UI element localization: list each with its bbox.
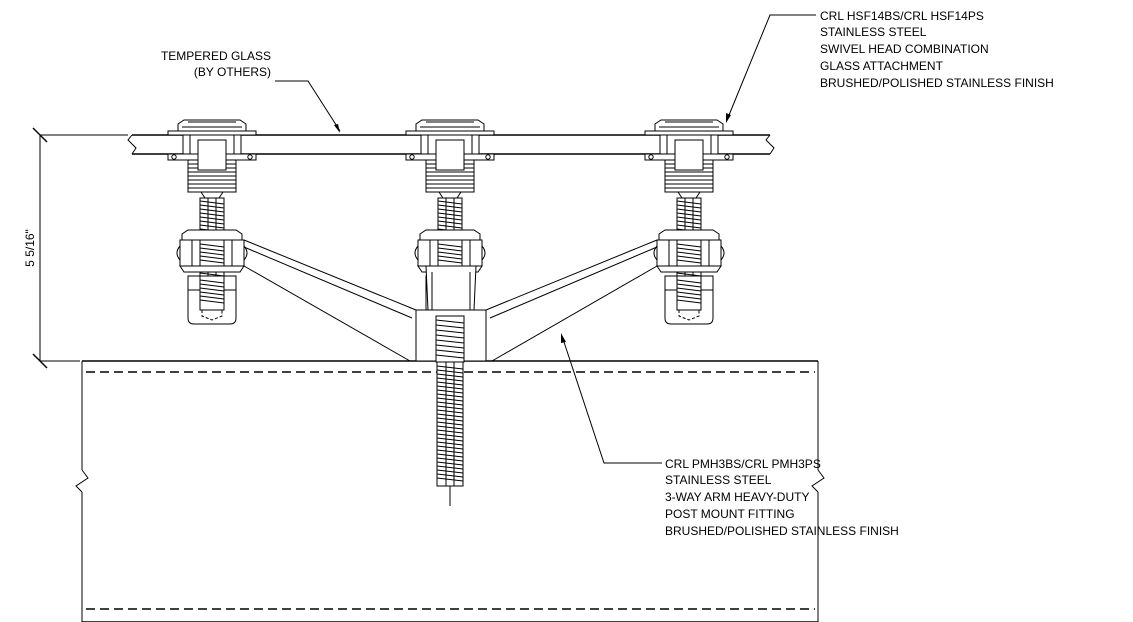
glass-leader [275, 80, 341, 133]
post-mount-callout-line-2: STAINLESS STEEL [665, 473, 772, 487]
post-mount-callout-line-5: BRUSHED/POLISHED STAINLESS FINISH [665, 524, 899, 538]
glass-callout-line-1: TEMPERED GLASS [161, 49, 271, 63]
head-fitting-leader [726, 14, 816, 123]
glass-callout-line-2: (BY OTHERS) [194, 65, 271, 79]
mounting-stud [436, 361, 464, 506]
height-dimension: 5 5/16" [23, 127, 128, 369]
post-mount-arm [243, 239, 658, 363]
dimension-label: 5 5/16" [23, 229, 37, 267]
post-mount-callout-line-1: CRL PMH3BS/CRL PMH3PS [665, 457, 821, 471]
head-fitting-callout-line-1: CRL HSF14BS/CRL HSF14PS [820, 9, 984, 23]
head-fitting-callout-line-2: STAINLESS STEEL [820, 25, 927, 39]
head-fitting-callout-line-3: SWIVEL HEAD COMBINATION [820, 42, 989, 56]
glass-callout: TEMPERED GLASS (BY OTHERS) [161, 49, 271, 79]
glass-fitting-right [644, 119, 734, 325]
post-mount-callout-line-4: POST MOUNT FITTING [665, 507, 795, 521]
head-fitting-callout-line-5: BRUSHED/POLISHED STAINLESS FINISH [820, 76, 1054, 90]
head-fitting-callout: CRL HSF14BS/CRL HSF14PS STAINLESS STEEL … [820, 9, 1054, 90]
post-mount-callout: CRL PMH3BS/CRL PMH3PS STAINLESS STEEL 3-… [665, 457, 899, 538]
glass-fitting-left [167, 119, 257, 325]
post-mount-leader [561, 333, 662, 464]
head-fitting-callout-line-4: GLASS ATTACHMENT [820, 59, 944, 73]
post-mount-callout-line-3: 3-WAY ARM HEAVY-DUTY [665, 490, 809, 504]
